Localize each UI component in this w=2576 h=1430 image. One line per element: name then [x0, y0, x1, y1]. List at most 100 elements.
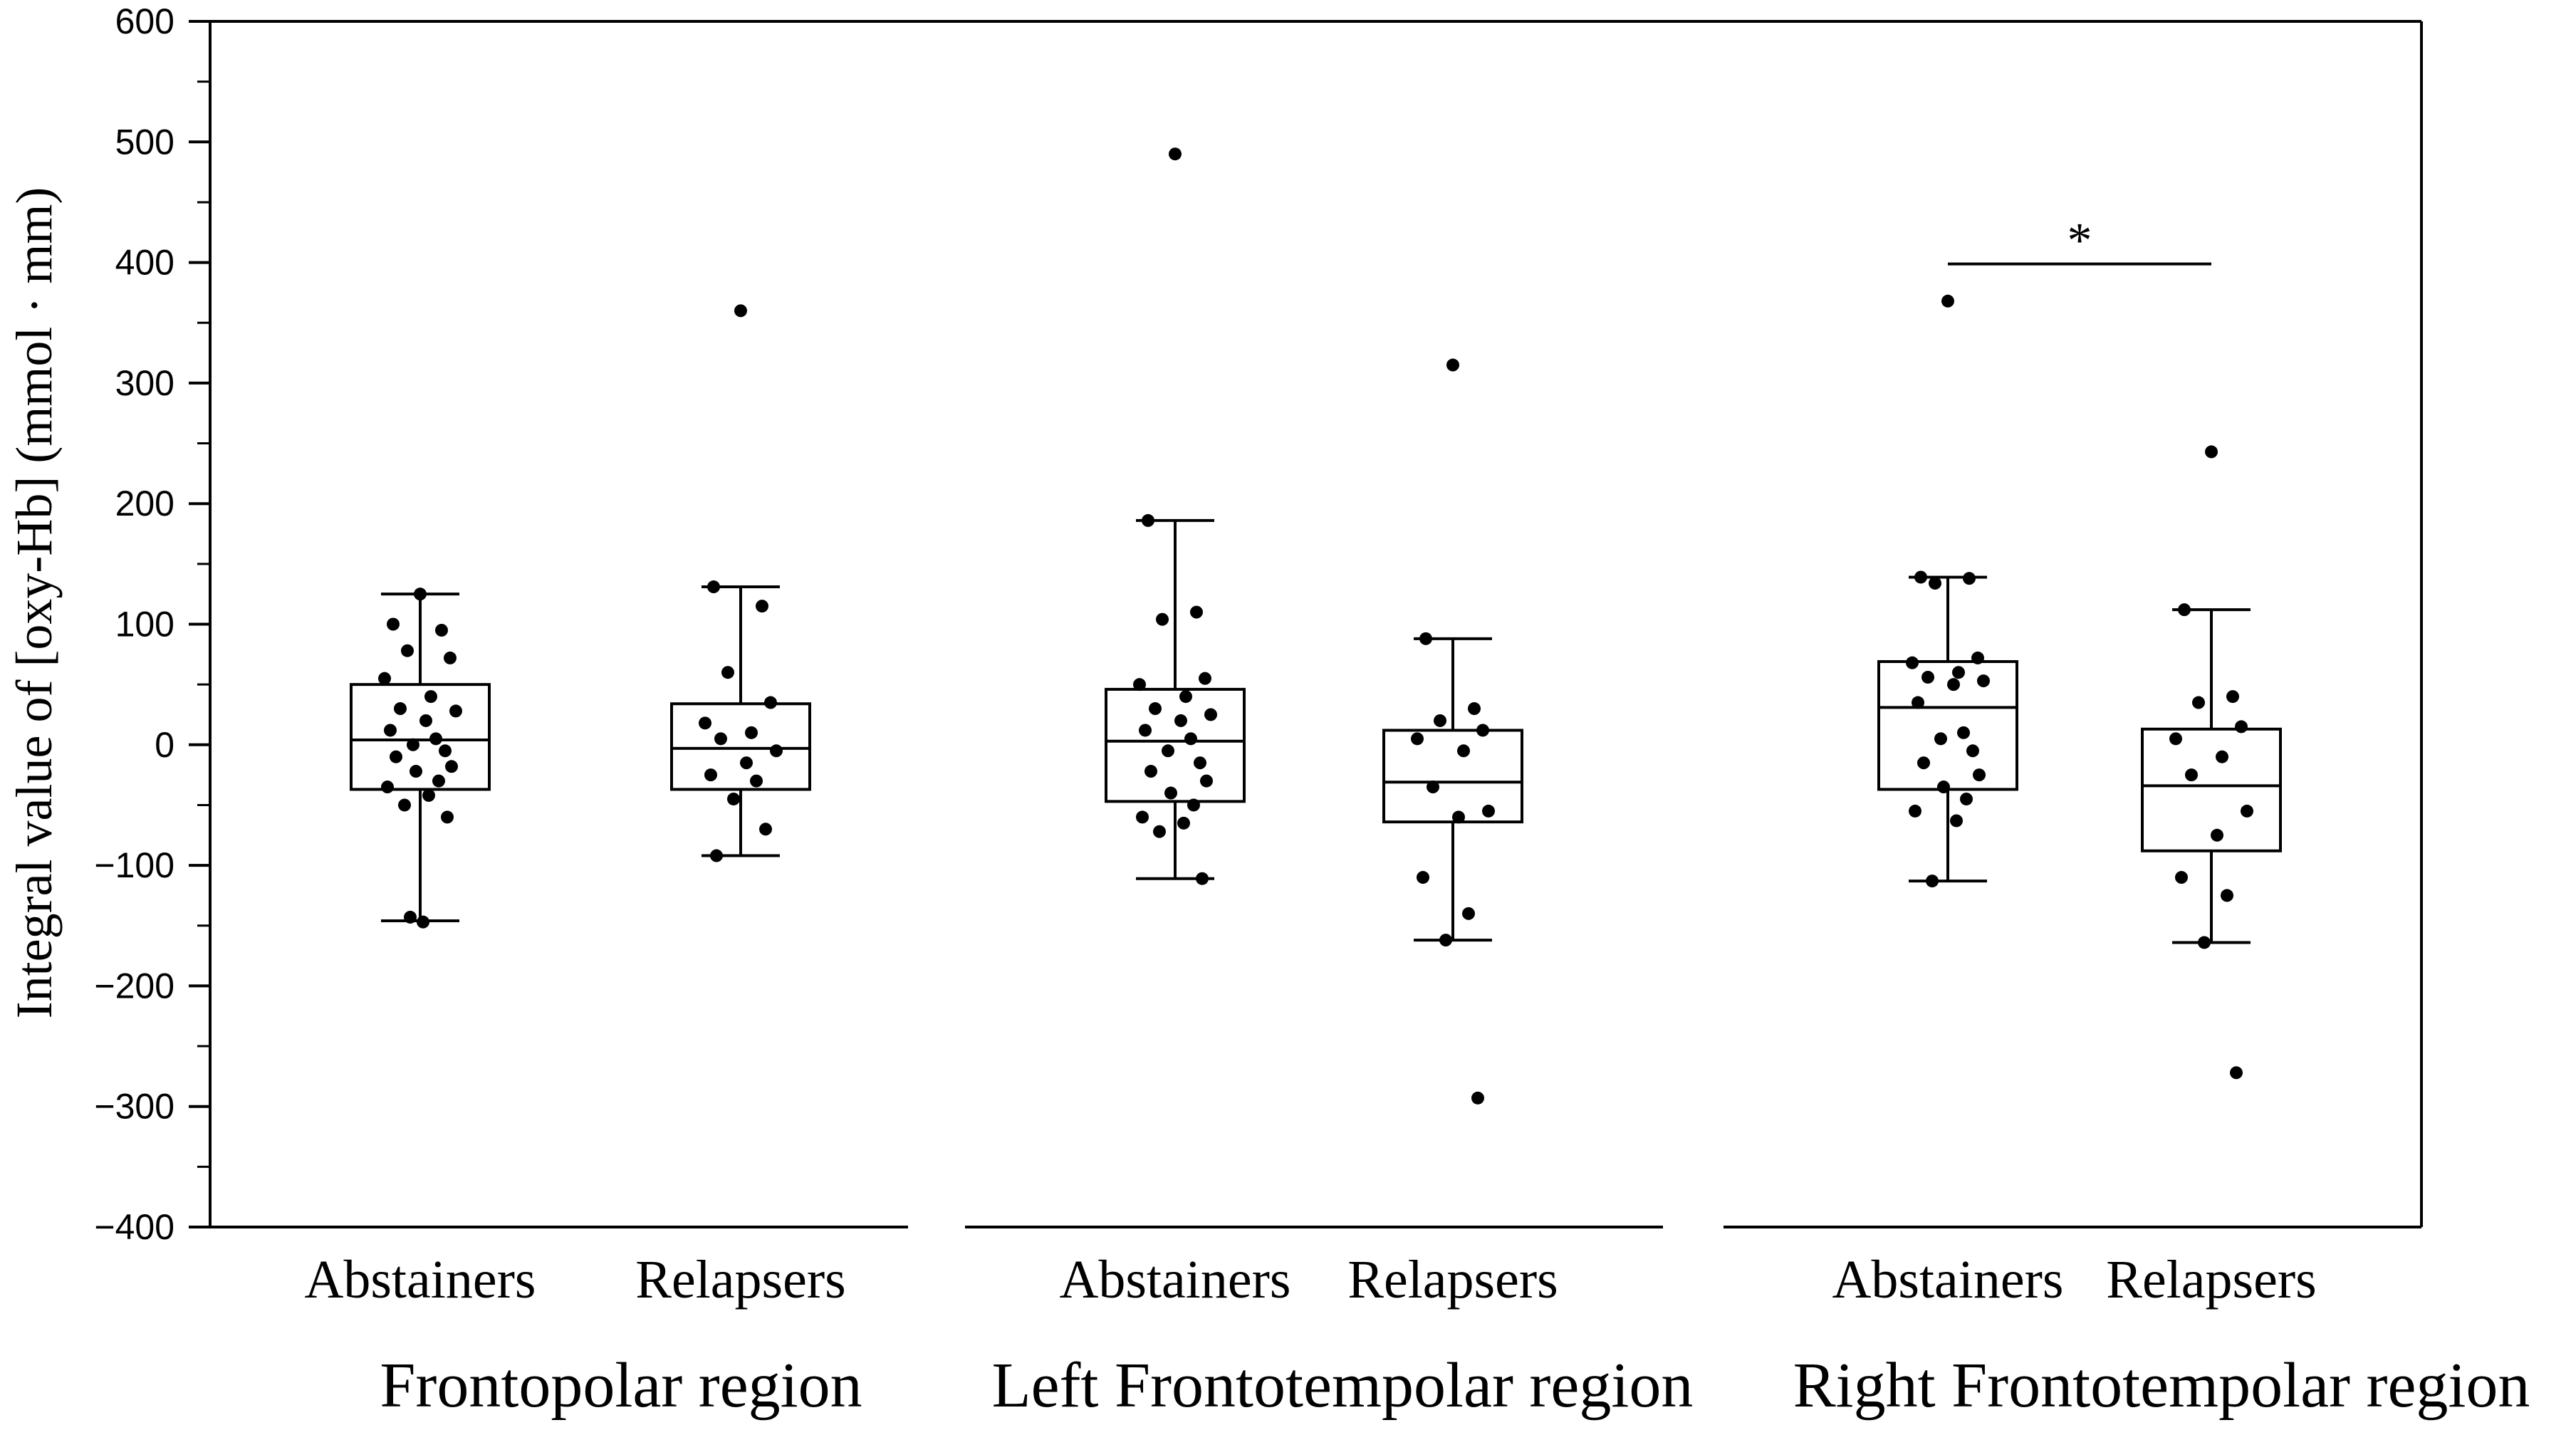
data-point	[444, 651, 457, 664]
data-point	[764, 696, 777, 709]
data-point	[449, 704, 462, 718]
data-point	[1950, 814, 1963, 828]
y-tick-label: −400	[94, 1207, 174, 1247]
data-point	[745, 726, 758, 739]
y-tick-label: 600	[115, 1, 174, 41]
data-point	[1452, 810, 1465, 824]
data-point	[1169, 147, 1182, 161]
y-tick-label: 200	[115, 484, 174, 523]
data-point	[1149, 702, 1162, 716]
data-point	[1952, 666, 1965, 679]
data-point	[1144, 765, 1157, 778]
category-label: Abstainers	[1059, 1250, 1290, 1310]
data-point	[1921, 670, 1934, 684]
data-point	[398, 798, 411, 812]
data-point	[429, 732, 442, 746]
data-point	[1434, 714, 1446, 727]
data-point	[1468, 702, 1481, 716]
data-point	[1411, 732, 1424, 746]
data-point	[1156, 612, 1169, 626]
y-tick-label: 500	[115, 122, 174, 162]
box-iqr	[1382, 729, 1523, 824]
data-point	[378, 672, 391, 685]
data-point	[756, 600, 768, 613]
data-point	[1184, 732, 1197, 746]
data-point	[1957, 726, 1970, 739]
category-label: Abstainers	[1832, 1250, 2063, 1310]
data-point	[727, 792, 740, 805]
data-point	[401, 644, 414, 657]
data-point	[419, 714, 432, 727]
data-point	[1971, 651, 1984, 664]
group-title: Left Frontotempolar region	[992, 1350, 1694, 1421]
data-point	[1482, 804, 1495, 818]
data-point	[1973, 768, 1986, 782]
y-tick-label: −200	[94, 966, 174, 1006]
data-point	[1941, 294, 1954, 308]
data-point	[740, 756, 753, 770]
data-point	[707, 580, 720, 594]
y-tick-label: −300	[94, 1087, 174, 1127]
data-point	[2178, 603, 2191, 617]
significance-star: *	[2067, 214, 2092, 268]
data-point	[1937, 781, 1950, 794]
data-point	[384, 724, 397, 737]
data-point	[435, 623, 448, 637]
data-point	[750, 774, 763, 788]
data-point	[2175, 871, 2188, 884]
data-point	[1439, 934, 1452, 947]
data-point	[1164, 786, 1177, 800]
data-point	[1417, 871, 1429, 884]
data-point	[1179, 690, 1192, 704]
data-point	[699, 716, 711, 730]
data-point	[759, 823, 772, 836]
data-point	[2216, 750, 2228, 763]
data-point	[2211, 828, 2223, 842]
y-tick-label: 0	[155, 725, 174, 765]
data-point	[2235, 720, 2248, 734]
data-point	[710, 849, 723, 862]
data-point	[2169, 732, 2182, 746]
data-point	[1977, 674, 1990, 688]
y-tick-label: 300	[115, 363, 174, 403]
data-point	[2241, 804, 2253, 818]
data-point	[1136, 810, 1149, 824]
data-point	[1199, 672, 1211, 685]
data-point	[1174, 714, 1187, 727]
data-point	[1446, 358, 1459, 372]
data-point	[2198, 936, 2211, 949]
data-point	[1966, 744, 1979, 758]
group-title: Right Frontotempolar region	[1793, 1350, 2530, 1421]
data-point	[394, 702, 407, 716]
data-point	[1196, 872, 1209, 885]
data-point	[1960, 792, 1973, 805]
data-point	[1177, 816, 1190, 830]
data-point	[1153, 825, 1166, 838]
data-point	[1947, 678, 1960, 691]
data-point	[721, 666, 734, 679]
data-point	[390, 750, 402, 763]
data-point	[1934, 732, 1947, 746]
data-point	[387, 617, 400, 631]
data-point	[381, 781, 394, 794]
category-label: Relapsers	[635, 1250, 845, 1310]
data-point	[734, 304, 747, 318]
data-point	[2221, 889, 2233, 902]
category-label: Relapsers	[2106, 1250, 2316, 1310]
data-point	[1471, 1091, 1484, 1105]
data-point	[1963, 572, 1976, 585]
group-title: Frontopolar region	[380, 1350, 862, 1421]
data-point	[704, 768, 717, 782]
data-point	[432, 774, 445, 788]
data-point	[410, 765, 422, 778]
box-iqr	[670, 702, 811, 791]
data-point	[2185, 768, 2198, 782]
data-point	[407, 738, 419, 751]
data-point	[1909, 804, 1921, 818]
data-point	[1162, 744, 1174, 758]
data-point	[1917, 756, 1930, 770]
data-point	[770, 744, 783, 758]
data-point	[1139, 724, 1152, 737]
